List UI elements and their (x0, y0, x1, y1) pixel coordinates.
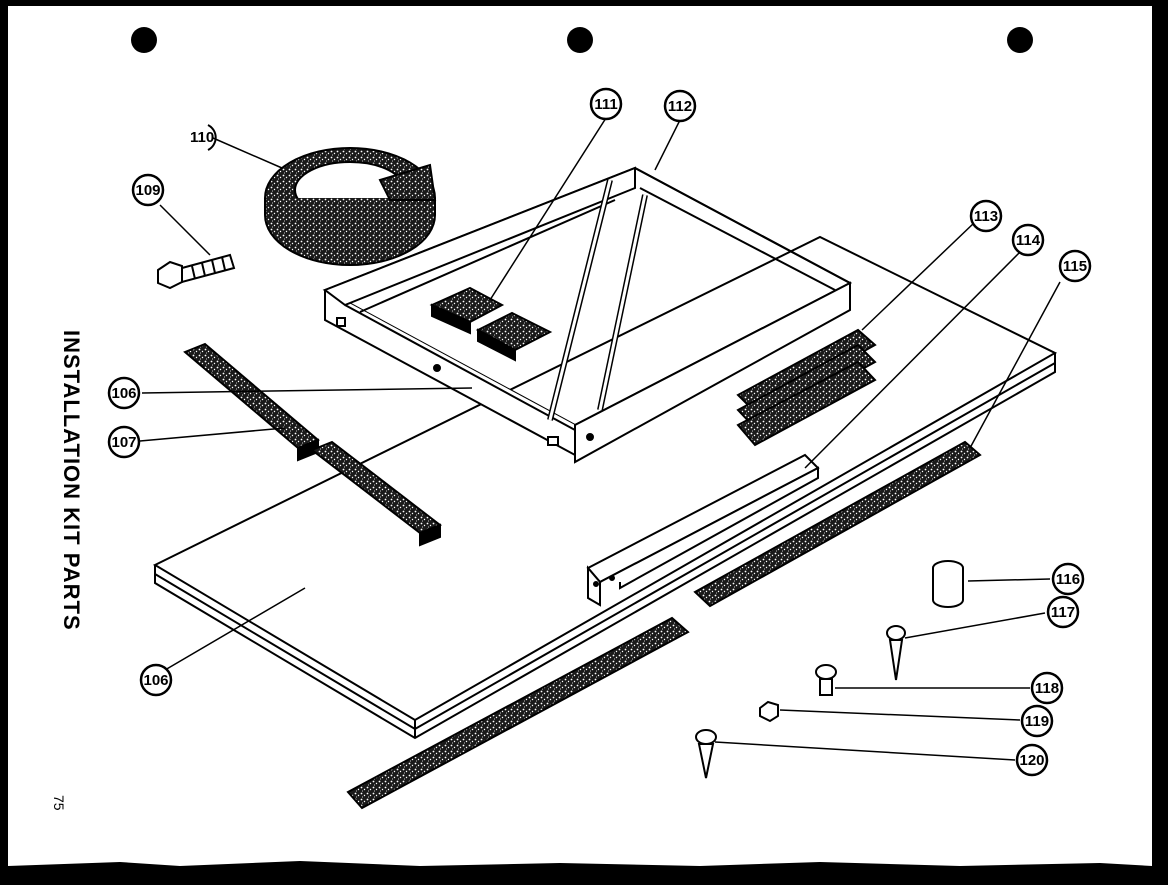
callout-107-label: 107 (111, 434, 136, 451)
callout-118-label: 118 (1035, 680, 1059, 697)
scan-edge-ragged (8, 861, 1152, 866)
bolt-part (157, 253, 236, 290)
screw-117-part (886, 625, 906, 681)
foam-strip-bottom-part (346, 616, 690, 810)
screw-118-part (815, 664, 837, 696)
foam-stack-part (736, 328, 877, 447)
nut-119-part (759, 700, 779, 723)
leader-lines (139, 117, 1061, 761)
callout-114-label: 114 (1016, 232, 1041, 249)
foam-strip-right-part (693, 440, 982, 608)
binder-hole-center (567, 27, 593, 53)
callout-117: 117 (1046, 595, 1080, 629)
binder-hole-left (131, 27, 157, 53)
angle-rail-part (586, 453, 820, 607)
scan-border-bottom (0, 866, 1168, 885)
callout-113: 113 (969, 199, 1003, 233)
callout-110-label: 110 (190, 129, 214, 146)
callout-120: 120 (1015, 743, 1049, 777)
screw-120-part (695, 729, 717, 779)
callout-117-label: 117 (1051, 604, 1075, 621)
document-title: INSTALLATION KIT PARTS (59, 330, 84, 631)
callout-109-label: 109 (135, 182, 160, 199)
foam-strip-center-part (309, 440, 443, 547)
sleeve-part (932, 560, 964, 608)
page-number: 75 (51, 795, 67, 811)
callout-107: 107 (107, 425, 141, 459)
callout-115-label: 115 (1063, 258, 1087, 275)
callout-119-label: 119 (1025, 713, 1049, 730)
callout-108: 106 (107, 376, 141, 410)
callout-118: 118 (1030, 671, 1064, 705)
callout-114: 114 (1011, 223, 1045, 257)
callout-111: 111 (589, 87, 623, 121)
callout-119: 119 (1020, 704, 1054, 738)
callout-116-label: 116 (1056, 571, 1080, 588)
window-frame-part (322, 166, 853, 464)
callout-120-label: 120 (1019, 752, 1044, 769)
callout-111-label: 111 (594, 96, 617, 113)
callout-115: 115 (1058, 249, 1092, 283)
callout-113-label: 113 (974, 208, 998, 225)
callout-106: 106 (139, 663, 173, 697)
callout-109: 109 (131, 173, 165, 207)
callout-106a-label: 106 (111, 385, 136, 402)
callout-112: 112 (663, 89, 697, 123)
callout-116: 116 (1051, 562, 1085, 596)
foam-pads-part (429, 286, 553, 362)
foam-roll-part (264, 147, 437, 266)
foam-strip-left-part (183, 342, 320, 462)
callout-106b-label: 106 (143, 672, 168, 689)
callout-110: 110 (190, 124, 217, 151)
binder-hole-right (1007, 27, 1033, 53)
callout-112-label: 112 (668, 98, 692, 115)
